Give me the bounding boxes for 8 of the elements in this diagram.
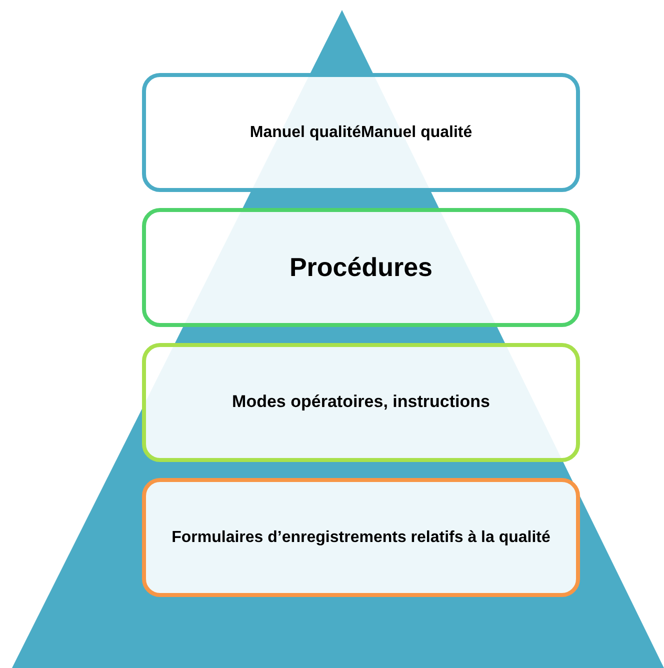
level-label: Manuel qualitéManuel qualité bbox=[250, 122, 472, 143]
level-label: Formulaires d’enregistrements relatifs à la qualité bbox=[172, 528, 550, 548]
level-box bbox=[142, 478, 580, 597]
level-box bbox=[142, 208, 580, 327]
level-label: Modes opératoires, instructions bbox=[232, 391, 490, 414]
level-box bbox=[142, 343, 580, 462]
level-label: Procédures bbox=[289, 251, 433, 284]
level-box bbox=[142, 73, 580, 192]
